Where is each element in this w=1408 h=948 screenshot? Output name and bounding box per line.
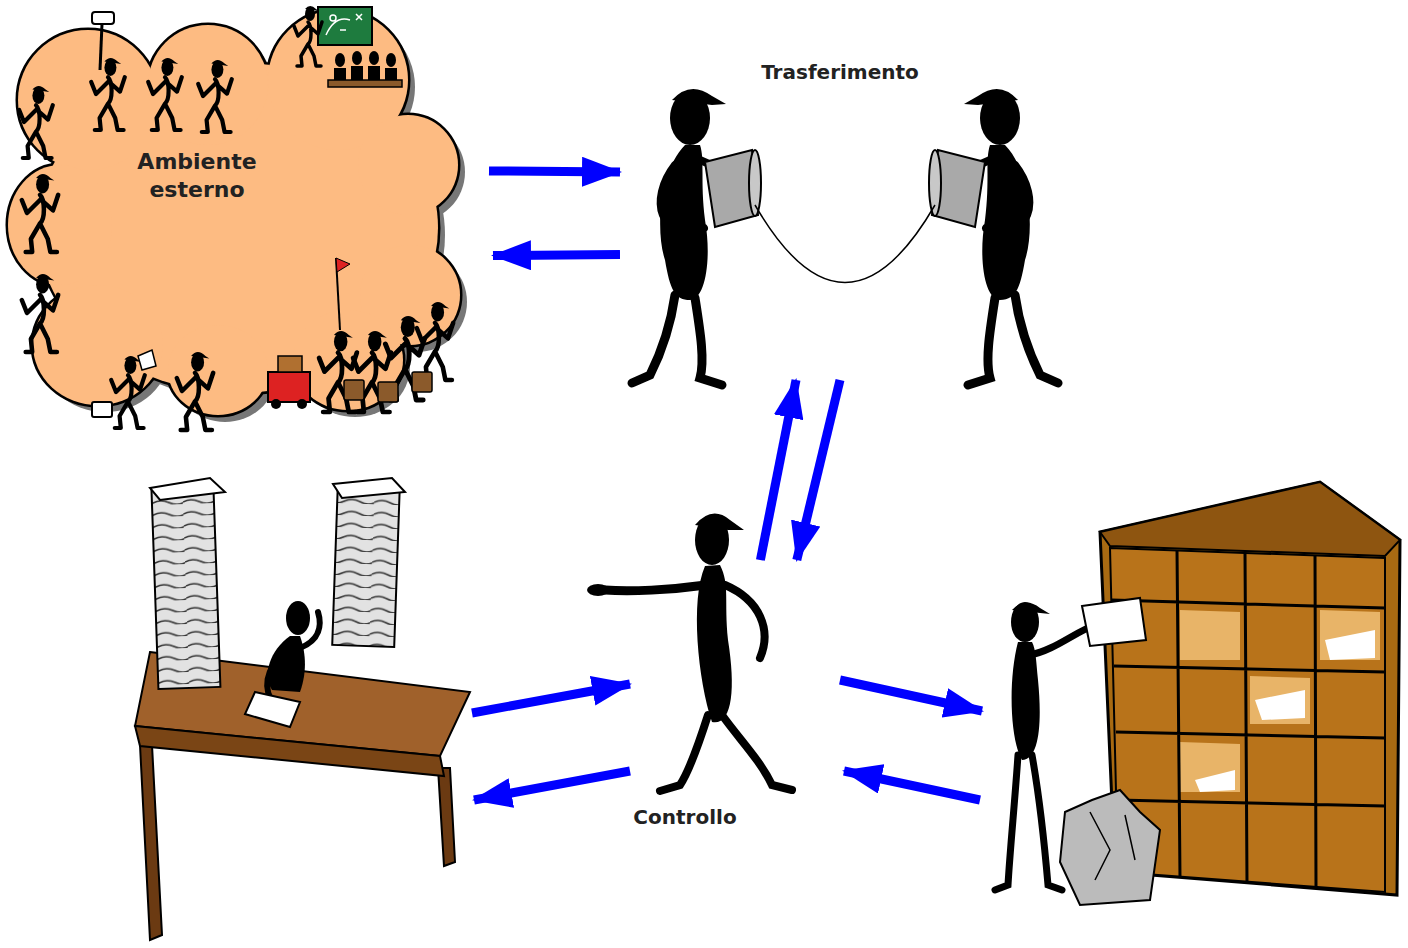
shelf [1180, 610, 1240, 660]
paper-stack [332, 485, 400, 647]
mallet-handle [100, 24, 102, 70]
bag-crease [1090, 812, 1135, 880]
desk-front [135, 726, 444, 776]
desk-leg [438, 768, 455, 866]
mirrored-figure [929, 89, 1058, 385]
node-label: Controllo [633, 805, 736, 830]
person [198, 60, 232, 132]
string [755, 205, 935, 283]
blue-arrow [844, 771, 980, 800]
top-sheet [333, 478, 405, 498]
seated-head [352, 51, 362, 65]
body [660, 145, 708, 300]
sheet [138, 350, 156, 370]
shelf [1180, 742, 1240, 792]
node-label: Trasferimento [761, 60, 919, 85]
crowd [19, 6, 453, 430]
chalk-marks [326, 14, 362, 35]
wheel [271, 399, 281, 409]
flow-arrow [760, 380, 796, 560]
desk [135, 478, 470, 940]
blue-arrow [474, 771, 630, 800]
briefcase [412, 372, 432, 392]
person [177, 352, 213, 430]
person [22, 274, 58, 352]
filer-body [1012, 642, 1040, 760]
seated-head [369, 51, 379, 65]
person [19, 86, 53, 158]
flow-arrow [493, 250, 620, 260]
filed-paper [1255, 690, 1305, 720]
chalkboard [318, 7, 372, 45]
flag [336, 258, 350, 272]
filed-paper [1195, 770, 1235, 792]
filer-arm [1030, 625, 1095, 655]
arm [661, 165, 704, 231]
caller-figure [632, 89, 761, 385]
transfer-group: Trasferimento [620, 50, 1060, 380]
filing-cabinet [995, 482, 1400, 905]
cap [672, 89, 726, 105]
listener-figure [929, 89, 1058, 385]
cloud-shape [8, 5, 473, 430]
briefcase [378, 382, 398, 402]
briefcase [344, 380, 364, 400]
sheet [245, 692, 300, 727]
shelf [1250, 676, 1310, 724]
pointing-arm [605, 585, 706, 591]
filer-legs [995, 755, 1062, 890]
person [148, 58, 182, 130]
cloud-outline [8, 10, 460, 415]
desk-leg [140, 745, 162, 940]
seated-head [386, 53, 396, 67]
toolbox-cart [268, 372, 310, 402]
person [417, 302, 453, 380]
cabinet-top [1100, 482, 1400, 556]
presenter [294, 6, 322, 66]
waste-bag [1060, 790, 1160, 905]
person [91, 58, 125, 130]
shelf [1320, 610, 1380, 660]
control-group: Controllo [555, 560, 815, 835]
paper-in-hand [1082, 598, 1146, 646]
toolbox [278, 356, 302, 372]
flow-arrow [489, 171, 620, 172]
bench [328, 80, 402, 87]
mallet [92, 12, 114, 24]
cap [695, 514, 744, 530]
hand [587, 584, 609, 596]
person [22, 174, 58, 252]
blue-arrow [472, 684, 630, 713]
flow-arrow [797, 380, 840, 560]
clerk-head [286, 601, 310, 635]
node-label: Ambiente esterno [112, 148, 282, 203]
blue-arrow [840, 680, 982, 711]
briefcase [92, 402, 112, 417]
filer-cap [1012, 602, 1050, 614]
clerk-arm [267, 612, 320, 705]
top-sheet [150, 478, 225, 500]
legs [660, 715, 792, 791]
paper-stack [151, 487, 220, 689]
seated-head [335, 53, 345, 67]
cloud-node: Ambiente esterno [8, 5, 473, 430]
legs [632, 295, 722, 385]
cloud-fill [8, 10, 460, 415]
wheel [297, 399, 307, 409]
arm [725, 585, 765, 658]
filed-paper [1325, 630, 1375, 660]
person [111, 356, 145, 428]
seated-bodies [334, 66, 397, 80]
